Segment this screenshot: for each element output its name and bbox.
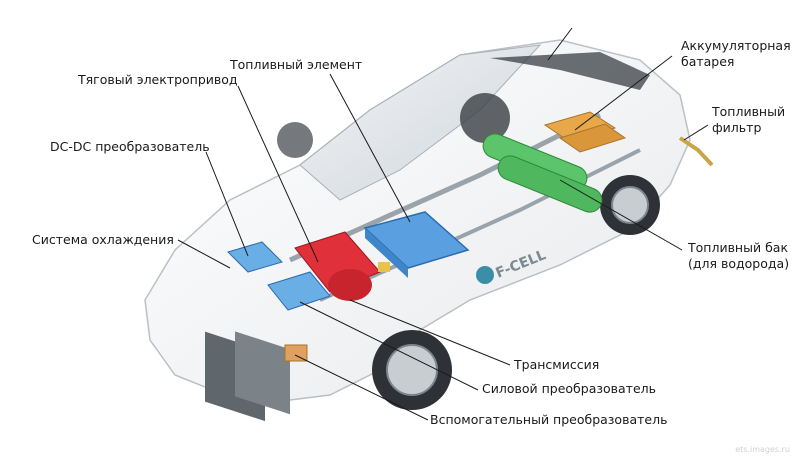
label-fuel-cell: Топливный элемент [230, 57, 363, 72]
label-traction-drive: Тяговый электропривод [78, 72, 238, 87]
label-battery: Аккумуляторная батарея [681, 38, 791, 69]
label-fuel-tank: Топливный бак (для водорода) [688, 240, 790, 271]
fuel-filter-nozzle [678, 136, 714, 167]
watermark: ets.images.ru [735, 445, 790, 454]
badge-emblem [476, 266, 494, 284]
dc-dc-converter-module [227, 241, 283, 273]
leader-line-roof [547, 27, 573, 61]
label-fuel-filter: Топливный фильтр [712, 104, 786, 135]
leader-line-power-converter [299, 301, 479, 391]
leader-line-traction-drive [237, 85, 319, 263]
aux-converter-module [284, 344, 308, 362]
label-cooling-system: Система охлаждения [32, 232, 174, 247]
far-rear-wheel [460, 93, 510, 143]
label-transmission: Трансмиссия [514, 357, 600, 372]
label-power-converter: Силовой преобразователь [482, 381, 656, 396]
leader-line-aux-converter [294, 354, 429, 421]
label-dc-dc-converter: DC-DC преобразователь [50, 139, 210, 154]
front-wheel-rim [386, 344, 438, 396]
leader-line-transmission [349, 299, 511, 366]
power-converter-module [267, 271, 331, 311]
leader-line-fuel-filter [683, 124, 709, 141]
roof-spoiler [490, 52, 650, 90]
leader-line-fuel-cell [329, 73, 411, 223]
leader-line-battery [574, 55, 673, 131]
small-component [378, 262, 390, 272]
leader-lines [177, 27, 709, 421]
radiator [205, 331, 290, 422]
hydrogen-tanks [482, 133, 603, 213]
leader-line-cooling [177, 239, 231, 269]
battery-pack [543, 111, 627, 153]
label-aux-converter: Вспомогательный преобразователь [430, 412, 668, 427]
rear-wheel-rim [611, 186, 649, 224]
windshield [299, 44, 542, 201]
leader-line-fuel-tank [559, 179, 683, 251]
far-front-wheel [277, 122, 313, 158]
traction-motor [294, 231, 381, 301]
leader-line-dc-dc [205, 151, 249, 257]
